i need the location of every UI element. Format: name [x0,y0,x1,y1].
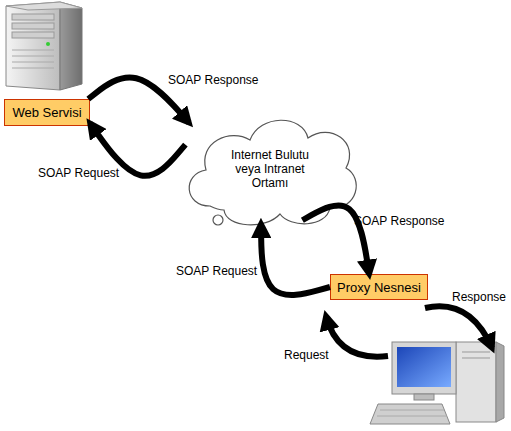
node-text: Web Servisi [12,105,81,120]
edge-label: SOAP Request [176,264,257,278]
curved-arrow [261,224,330,295]
flow-label: Response [452,290,506,304]
edge-label: SOAP Response [168,73,259,87]
request-arrow [326,316,388,357]
service-box: Web Servisi [4,99,90,126]
computer-illustration [370,342,504,424]
network-cloud: Internet Bulutu veya Intranet Ortamı [180,108,360,230]
edge-label: SOAP Request [38,166,119,180]
proxy-box: Proxy Nesnesi [330,274,428,300]
server-illustration [6,2,82,90]
flow-label: Request [284,348,329,362]
node-text: Proxy Nesnesi [337,280,421,295]
node-text: Internet Bulutu veya Intranet Ortamı [221,148,319,190]
edge-label: SOAP Response [354,214,445,228]
response-arrow [425,306,492,348]
